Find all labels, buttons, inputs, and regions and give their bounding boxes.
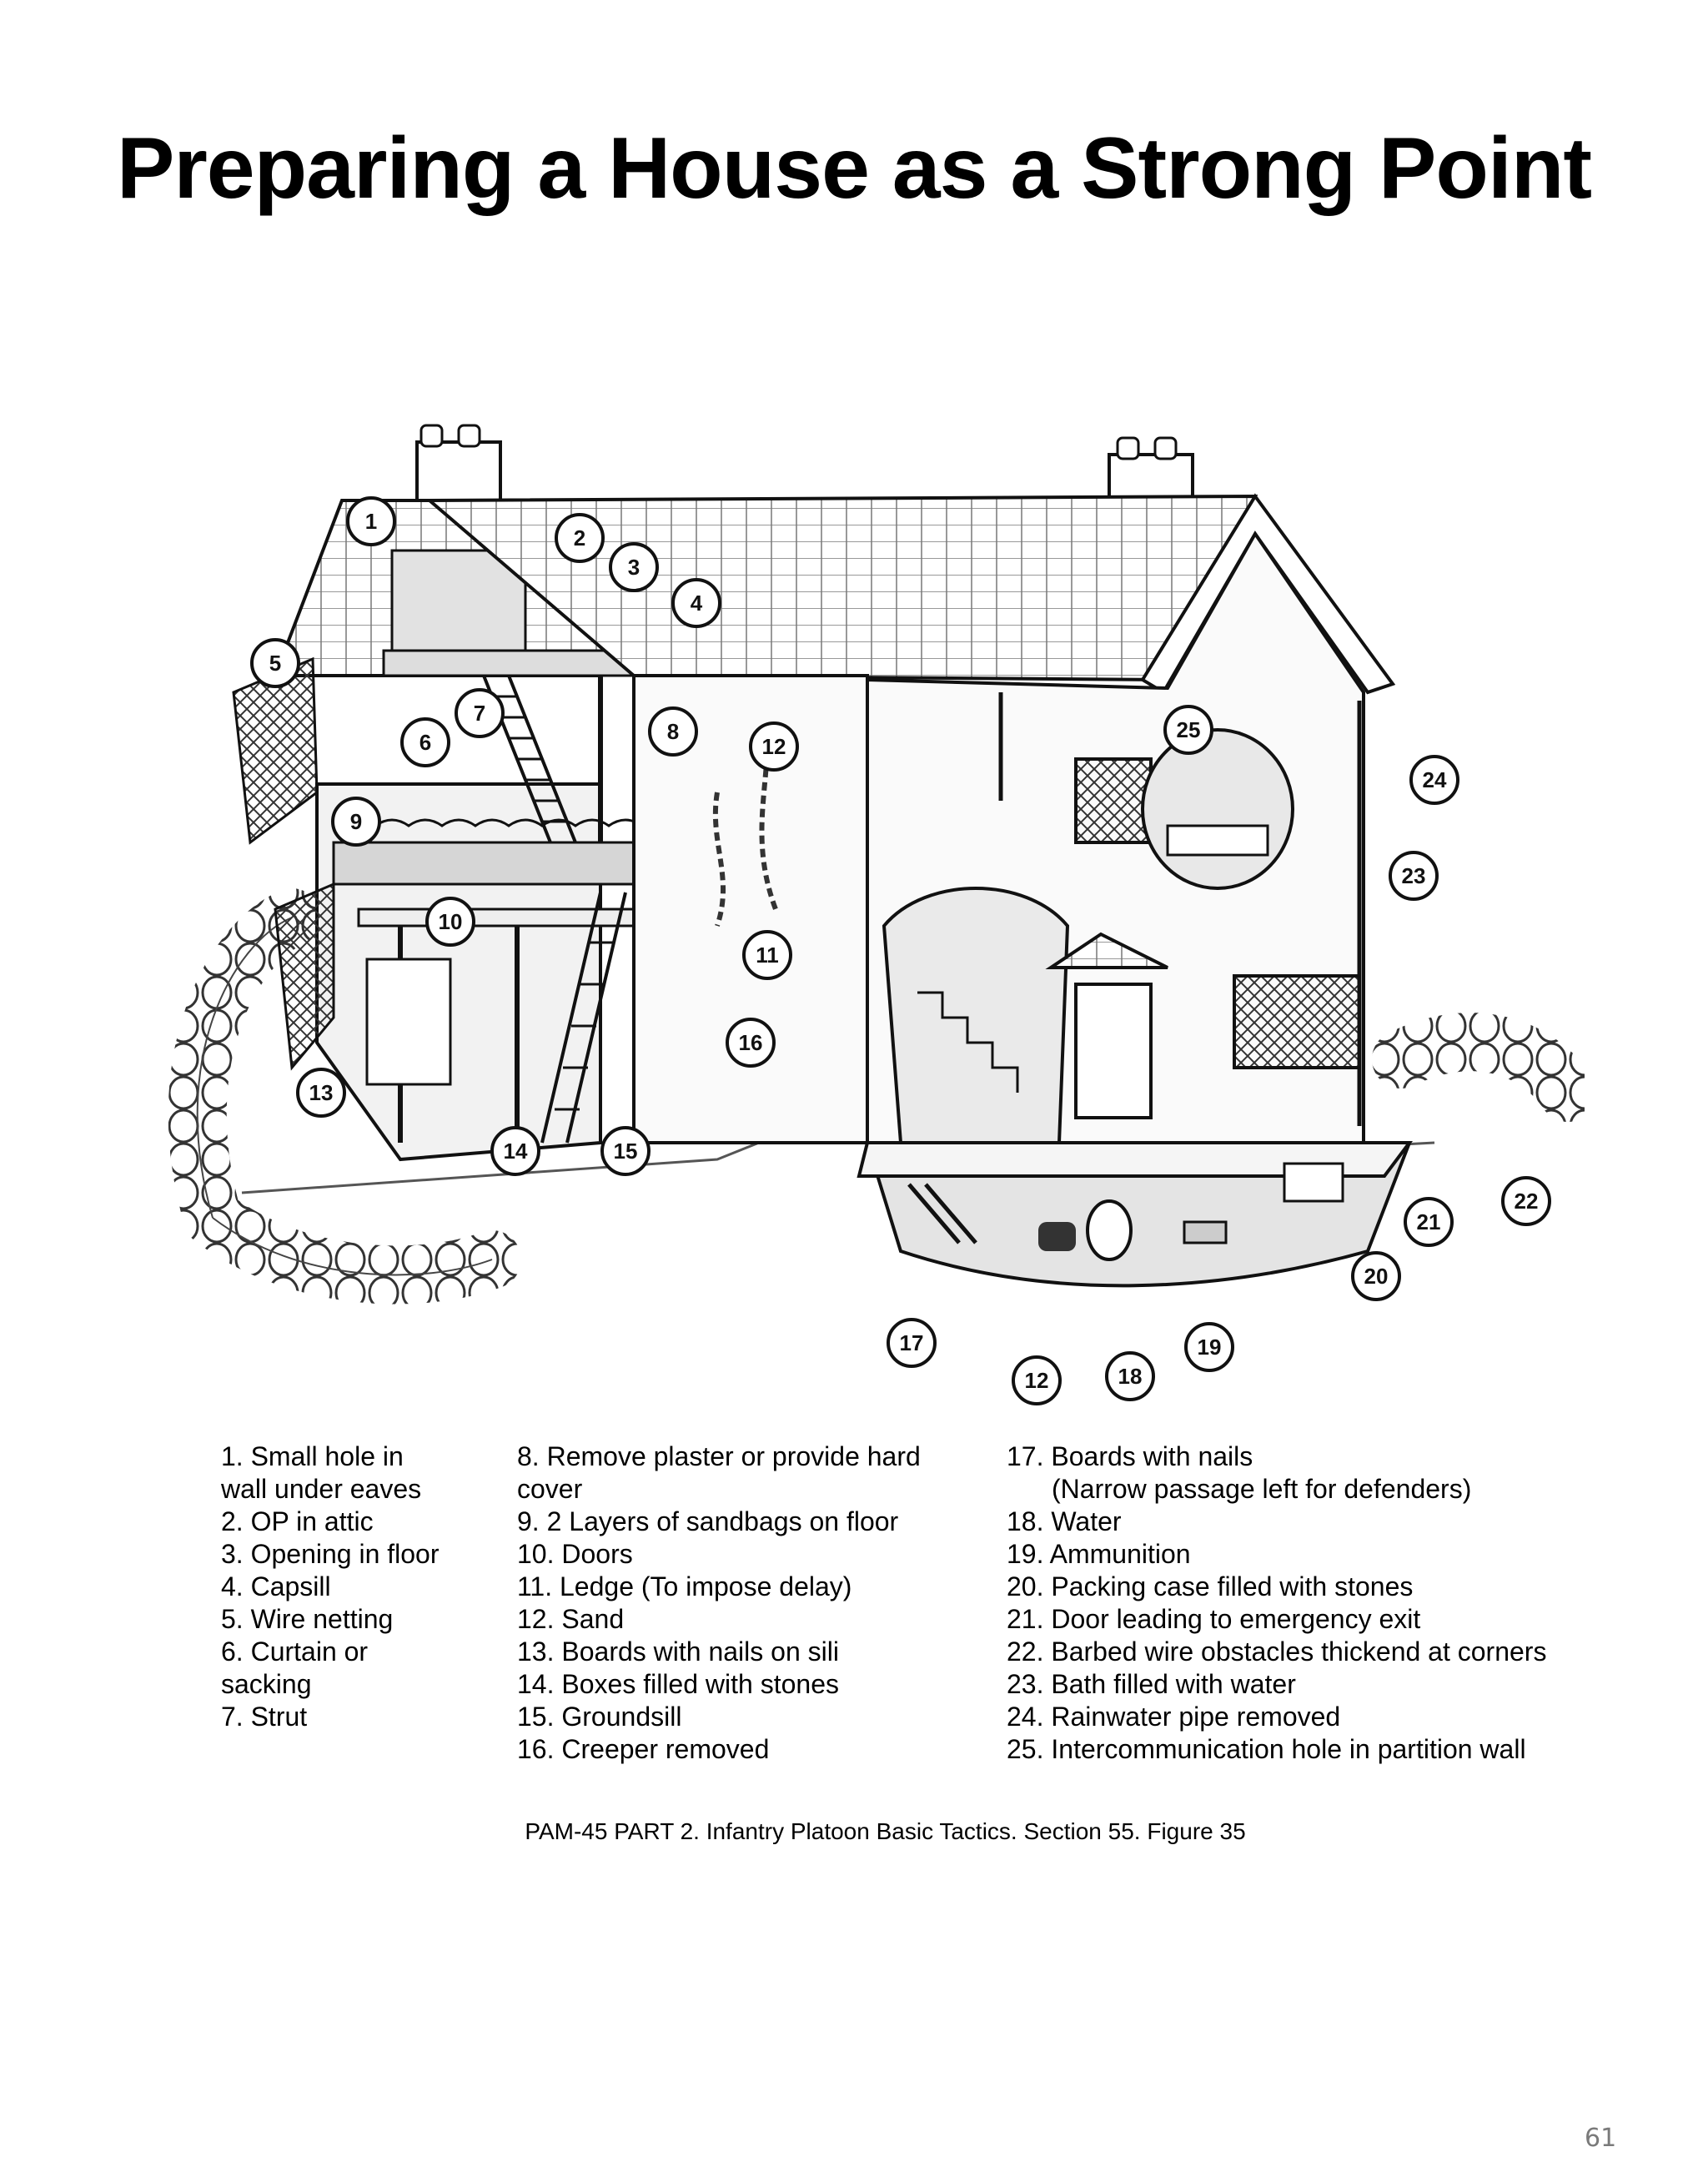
legend-item: 15. Groundsill	[517, 1702, 682, 1732]
legend-item: sacking	[221, 1669, 312, 1699]
callout-24: 24	[1409, 755, 1459, 805]
callout-12a-label: 12	[762, 734, 786, 759]
callout-9: 9	[331, 797, 381, 847]
legend-item: 18. Water	[1007, 1506, 1122, 1536]
callout-19: 19	[1184, 1322, 1234, 1372]
callout-8-label: 8	[667, 719, 679, 744]
callout-15: 15	[600, 1126, 651, 1176]
legend-item: 11. Ledge (To impose delay)	[517, 1571, 852, 1601]
legend-item: 22. Barbed wire obstacles thickend at co…	[1007, 1637, 1547, 1667]
callout-5: 5	[250, 638, 300, 688]
callout-13-label: 13	[309, 1080, 334, 1105]
callout-18: 18	[1105, 1351, 1155, 1401]
callout-12b: 12	[1012, 1355, 1062, 1405]
callout-20: 20	[1351, 1251, 1401, 1301]
callout-23-label: 23	[1402, 863, 1426, 888]
callout-17-label: 17	[900, 1330, 924, 1355]
legend-item: 21. Door leading to emergency exit	[1007, 1604, 1421, 1634]
legend-item: 25. Intercommunication hole in partition…	[1007, 1734, 1526, 1764]
callout-11-label: 11	[756, 943, 779, 968]
callout-4-label: 4	[691, 591, 703, 616]
callout-4: 4	[671, 578, 721, 628]
callout-12a: 12	[749, 721, 799, 772]
callout-3: 3	[609, 542, 659, 592]
callout-21-label: 21	[1417, 1209, 1441, 1234]
legend-item: 12. Sand	[517, 1604, 625, 1634]
callout-10: 10	[425, 897, 475, 947]
legend-item: 13. Boards with nails on sili	[517, 1637, 839, 1667]
legend-item: 4. Capsill	[221, 1571, 331, 1601]
callout-17: 17	[887, 1318, 937, 1368]
cellar	[865, 1141, 1412, 1288]
legend-item: 17. Boards with nails	[1007, 1441, 1253, 1471]
legend-item: 20. Packing case filled with stones	[1007, 1571, 1414, 1601]
callout-25-label: 25	[1177, 717, 1201, 742]
legend-item: 8. Remove plaster or provide hard	[517, 1441, 921, 1471]
callout-1: 1	[346, 496, 396, 546]
legend-item: 24. Rainwater pipe removed	[1007, 1702, 1341, 1732]
callout-14-label: 14	[504, 1139, 528, 1164]
legend-item: 16. Creeper removed	[517, 1734, 770, 1764]
callout-25: 25	[1163, 705, 1213, 755]
callout-6-label: 6	[419, 730, 431, 755]
legend-item: 14. Boxes filled with stones	[517, 1669, 839, 1699]
legend-item: 3. Opening in floor	[221, 1539, 440, 1569]
legend-column-3: 17. Boards with nails(Narrow passage lef…	[1007, 1440, 1590, 1766]
page-title: Preparing a House as a Strong Point	[116, 120, 1592, 217]
legend-item: 23. Bath filled with water	[1007, 1669, 1296, 1699]
callout-2: 2	[555, 513, 605, 563]
callout-8: 8	[648, 706, 698, 757]
callout-16: 16	[726, 1018, 776, 1068]
callout-23: 23	[1389, 851, 1439, 901]
callout-6: 6	[400, 717, 450, 767]
barbed-wire-right	[1372, 1013, 1585, 1122]
legend-item: 6. Curtain or	[221, 1637, 369, 1667]
legend-item: 9. 2 Layers of sandbags on floor	[517, 1506, 899, 1536]
callout-3-label: 3	[628, 555, 640, 580]
legend-item: 2. OP in attic	[221, 1506, 374, 1536]
legend-item: 5. Wire netting	[221, 1604, 394, 1634]
callout-12b-label: 12	[1025, 1368, 1049, 1393]
legend-item: (Narrow passage left for defenders)	[1052, 1474, 1472, 1504]
callout-19-label: 19	[1198, 1335, 1222, 1360]
callout-1-label: 1	[365, 509, 377, 534]
callout-10-label: 10	[439, 909, 463, 934]
callout-24-label: 24	[1423, 767, 1447, 792]
callout-22-label: 22	[1515, 1189, 1539, 1214]
callout-16-label: 16	[739, 1030, 763, 1055]
legend-item: 19. Ammunition	[1007, 1539, 1191, 1569]
callout-22: 22	[1501, 1176, 1551, 1226]
callout-13: 13	[296, 1068, 346, 1118]
legend-item: wall under eaves	[221, 1474, 422, 1504]
callout-5-label: 5	[269, 651, 281, 676]
house-strongpoint-illustration: 1 2 3 4 5 6 7 8 9 10 11 12 13 14 15 16 1…	[133, 409, 1585, 1418]
callout-20-label: 20	[1364, 1264, 1389, 1289]
figure-caption: PAM-45 PART 2. Infantry Platoon Basic Ta…	[525, 1818, 1246, 1844]
callout-21: 21	[1404, 1197, 1454, 1247]
callout-7: 7	[455, 688, 505, 738]
callout-15-label: 15	[614, 1139, 638, 1164]
legend-item: 10. Doors	[517, 1539, 633, 1569]
callout-11: 11	[742, 930, 792, 980]
legend-item: 7. Strut	[221, 1702, 308, 1732]
page-number: 61	[1585, 2124, 1617, 2153]
legend-item: 1. Small hole in	[221, 1441, 404, 1471]
callout-2-label: 2	[574, 525, 585, 551]
callout-9-label: 9	[350, 809, 362, 834]
callout-18-label: 18	[1118, 1364, 1143, 1389]
legend-item: cover	[517, 1474, 583, 1504]
callout-14: 14	[490, 1126, 540, 1176]
callout-7-label: 7	[474, 701, 485, 726]
